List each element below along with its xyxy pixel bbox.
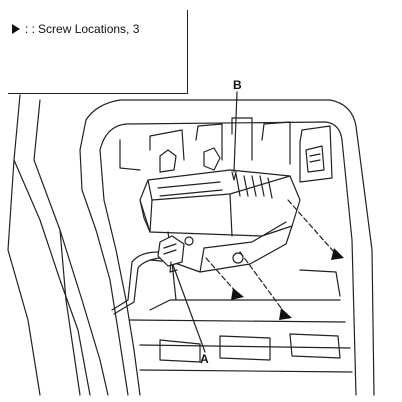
legend-separator: : : (25, 22, 36, 36)
leader-lines (169, 91, 238, 353)
triangle-right-icon (12, 24, 20, 34)
legend-label: Screw Locations, 3 (38, 22, 140, 36)
legend-box (8, 10, 188, 94)
wire-harness (111, 235, 185, 315)
screw-marker-2 (231, 288, 244, 300)
left-panel (7, 94, 109, 396)
screw-markers (231, 248, 344, 320)
screw-marker-3 (279, 308, 292, 320)
mounting-brackets (119, 117, 333, 183)
actuator-motor (139, 169, 301, 237)
screw-marker-1 (331, 248, 344, 260)
legend: : : Screw Locations, 3 (12, 22, 139, 36)
callout-a: A (200, 352, 209, 366)
tray-floor (129, 259, 353, 373)
housing-frame (79, 99, 375, 396)
screw-direction-lines (205, 199, 335, 313)
callout-b: B (233, 78, 242, 92)
